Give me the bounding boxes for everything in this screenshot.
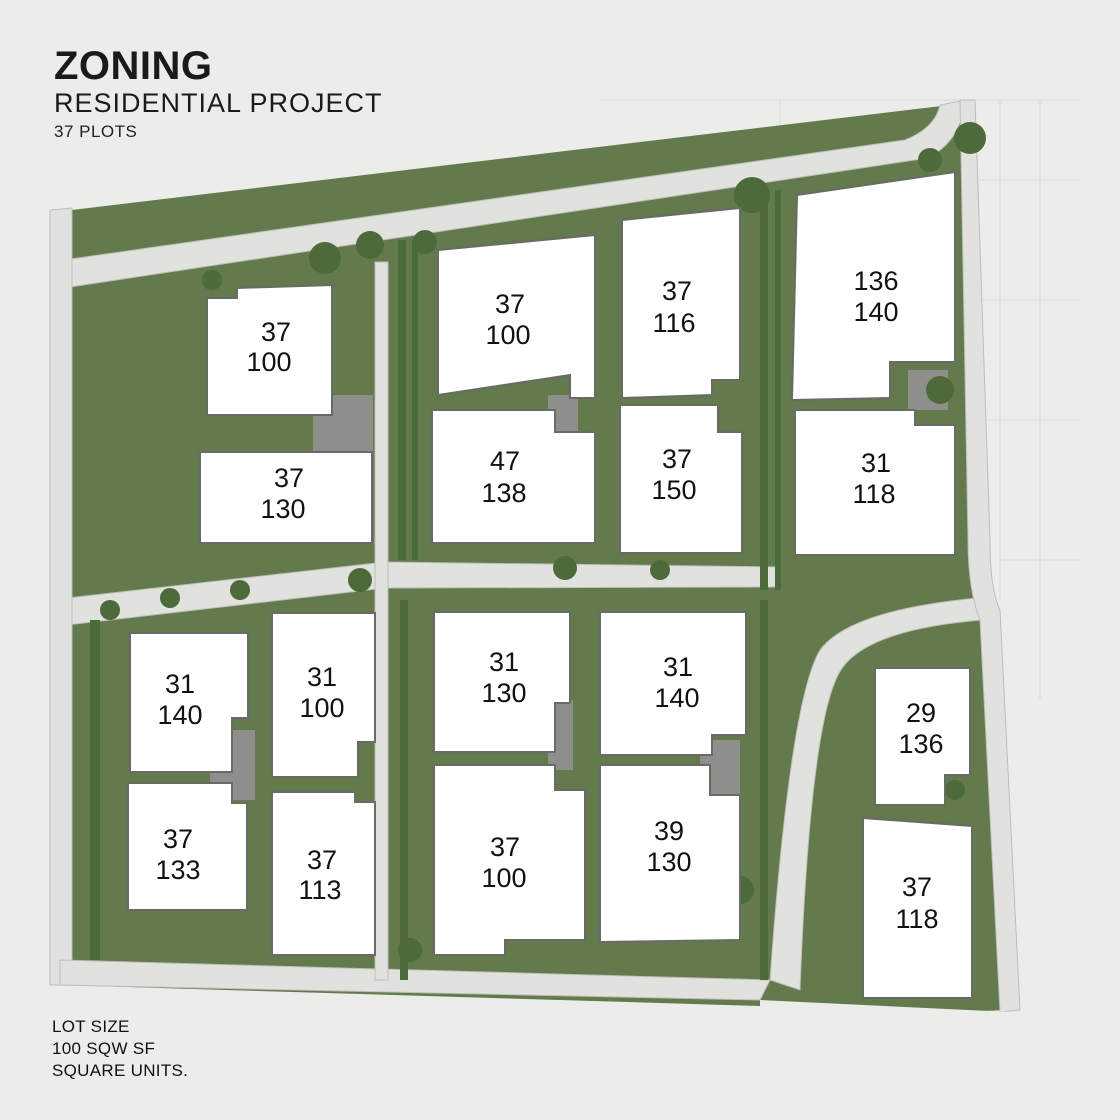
lot-i2[interactable] [862, 816, 973, 999]
lot-h2-label-bottom: 130 [646, 847, 691, 877]
lot-f1-label-bottom: 100 [299, 693, 344, 723]
hedge [760, 600, 768, 980]
lot-footprints [127, 170, 973, 999]
lot-i2-label-top: 37 [902, 872, 932, 902]
tree [954, 122, 986, 154]
lot-b1-label-top: 37 [495, 289, 525, 319]
tree-rows [90, 122, 986, 980]
tree [650, 560, 670, 580]
lot-f1[interactable] [271, 612, 376, 778]
lot-h2[interactable] [599, 764, 741, 944]
paved-courtyards [210, 370, 948, 800]
lot-a1[interactable] [206, 283, 333, 416]
tree [348, 568, 372, 592]
lot-e1-label-bottom: 140 [157, 700, 202, 730]
lot-f2-label-bottom: 113 [298, 875, 341, 905]
lot-c1-label-top: 37 [662, 276, 692, 306]
lot-b2-label-bottom: 138 [481, 478, 526, 508]
hedge [400, 600, 408, 980]
lot-e2-label-top: 37 [163, 824, 193, 854]
lot-e2-label-bottom: 133 [155, 855, 200, 885]
lot-h1-label-top: 31 [663, 652, 693, 682]
lot-g1-label-top: 31 [489, 647, 519, 677]
lot-b2[interactable] [431, 409, 596, 544]
lot-g1-label-bottom: 130 [481, 678, 526, 708]
lot-b2-label-top: 47 [490, 446, 520, 476]
lot-g2[interactable] [433, 764, 586, 956]
tree [918, 148, 942, 172]
lot-i1-label-top: 29 [906, 698, 936, 728]
lot-e1[interactable] [129, 632, 249, 773]
hedge [775, 190, 781, 590]
lot-labels: 37 100 37 130 37 100 47 138 37 116 37 15… [155, 266, 943, 934]
tree [398, 938, 422, 962]
lot-a2-label-top: 37 [274, 463, 304, 493]
lot-g1[interactable] [433, 611, 571, 753]
tree [413, 230, 437, 254]
plot-count: 37 PLOTS [54, 122, 138, 141]
tree [356, 231, 384, 259]
lot-i2-label-bottom: 118 [895, 904, 938, 934]
lot-d1-label-bottom: 140 [853, 297, 898, 327]
tree [100, 600, 120, 620]
lot-i1[interactable] [874, 667, 971, 806]
lot-b1[interactable] [437, 233, 596, 399]
tree [202, 270, 222, 290]
lot-h2-label-top: 39 [654, 816, 684, 846]
lot-g2-label-bottom: 100 [481, 863, 526, 893]
lot-c1-label-bottom: 116 [652, 308, 695, 338]
lot-a1-label-bottom: 100 [246, 347, 291, 377]
lot-d1[interactable] [790, 170, 956, 402]
lot-d2-label-bottom: 118 [852, 479, 895, 509]
lot-d1-label-top: 136 [853, 266, 898, 296]
lot-f1-label-top: 31 [307, 662, 337, 692]
hedge [412, 240, 418, 560]
lot-a1-label-top: 37 [261, 317, 291, 347]
tree [309, 242, 341, 274]
lot-h1-label-bottom: 140 [654, 683, 699, 713]
page-title: ZONING [54, 44, 213, 88]
page-subtitle: RESIDENTIAL PROJECT [54, 88, 383, 118]
tree [553, 556, 577, 580]
hedge [760, 190, 768, 590]
lot-c2[interactable] [619, 404, 743, 554]
lot-f2-label-top: 37 [307, 845, 337, 875]
lot-g2-label-top: 37 [490, 832, 520, 862]
left-strip [49, 207, 73, 986]
lot-d2[interactable] [794, 409, 956, 556]
lot-f2[interactable] [271, 791, 376, 956]
legend-line: 100 SQW SF [52, 1039, 156, 1058]
lot-a2[interactable] [199, 451, 373, 544]
lot-c2-label-bottom: 150 [651, 475, 696, 505]
lot-d2-label-top: 31 [861, 448, 891, 478]
lot-c2-label-top: 37 [662, 444, 692, 474]
background-grid [600, 99, 1080, 700]
tree [160, 588, 180, 608]
tree [926, 376, 954, 404]
legend-line: SQUARE UNITS. [52, 1061, 189, 1080]
lot-e2[interactable] [127, 782, 248, 911]
lot-a2-label-bottom: 130 [260, 494, 305, 524]
lower-right-grass-edge [760, 1000, 1020, 1110]
hedge [90, 620, 100, 960]
lot-size-legend: LOT SIZE 100 SQW SF SQUARE UNITS. [52, 1016, 188, 1082]
hedge [398, 240, 406, 560]
lot-b1-label-bottom: 100 [485, 320, 530, 350]
east-road [959, 99, 1021, 1013]
tree [945, 780, 965, 800]
lot-e1-label-top: 31 [165, 669, 195, 699]
tree [734, 177, 770, 213]
lot-h1[interactable] [599, 611, 747, 756]
legend-line: LOT SIZE [52, 1017, 130, 1036]
lot-i1-label-bottom: 136 [898, 729, 943, 759]
tree [230, 580, 250, 600]
center-vertical-road [374, 261, 389, 981]
road-network [49, 99, 1021, 1110]
lot-c1[interactable] [621, 206, 741, 400]
